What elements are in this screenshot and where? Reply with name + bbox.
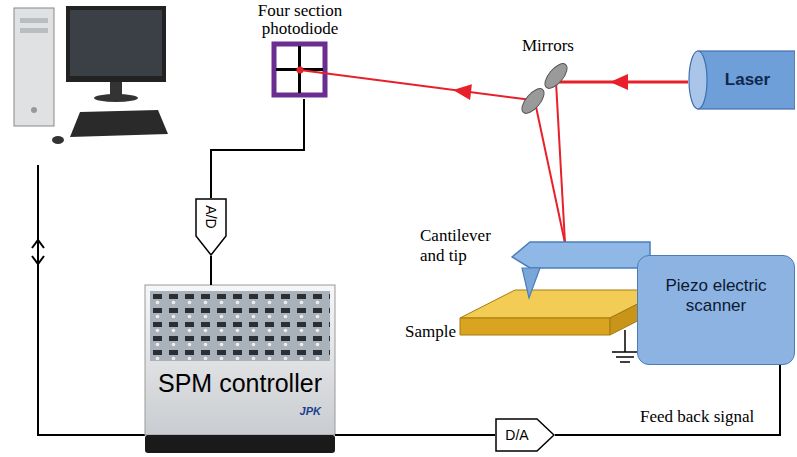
photodiode-heading: Four section photodiode <box>245 2 355 38</box>
computer-link <box>32 165 145 435</box>
brand-logo: JPK <box>300 405 321 417</box>
laser-label: Laser <box>725 70 770 90</box>
spm-controller: SPM controllerJPK <box>145 285 335 453</box>
controller-label: SPM controller <box>145 369 335 398</box>
piezo-scanner: Piezo electric scanner <box>637 255 795 365</box>
signal-wire <box>335 434 495 436</box>
mirror <box>518 85 548 117</box>
scanner-label: Piezo electric scanner <box>651 276 781 317</box>
beam-spot <box>297 67 304 74</box>
sample-slab <box>460 290 665 335</box>
laser-beam <box>300 70 688 243</box>
beam-arrowhead <box>610 74 628 90</box>
photodiode-sensor <box>274 44 325 95</box>
photodiode-node: Four section photodiode <box>245 2 363 99</box>
converter-label: D/A <box>505 427 528 443</box>
computer-icon <box>14 6 168 144</box>
signal-wire <box>210 256 212 285</box>
part-label: Sample <box>405 322 456 342</box>
part-label: Cantilever and tip <box>420 226 512 265</box>
cantilever <box>512 242 650 298</box>
signal-wire <box>555 365 780 435</box>
da-converter: D/A <box>495 418 555 452</box>
laser-source: Laser <box>688 50 795 110</box>
part-label: Mirrors <box>522 36 574 56</box>
signal-label: Feed back signal <box>640 407 754 427</box>
converter-label: A/D <box>203 205 219 228</box>
ground-symbol <box>612 330 638 362</box>
ad-converter: A/D <box>195 198 227 256</box>
mirror <box>541 60 571 92</box>
controller-device <box>145 285 335 453</box>
beam-arrowhead <box>453 84 472 100</box>
signal-wire <box>211 99 304 198</box>
